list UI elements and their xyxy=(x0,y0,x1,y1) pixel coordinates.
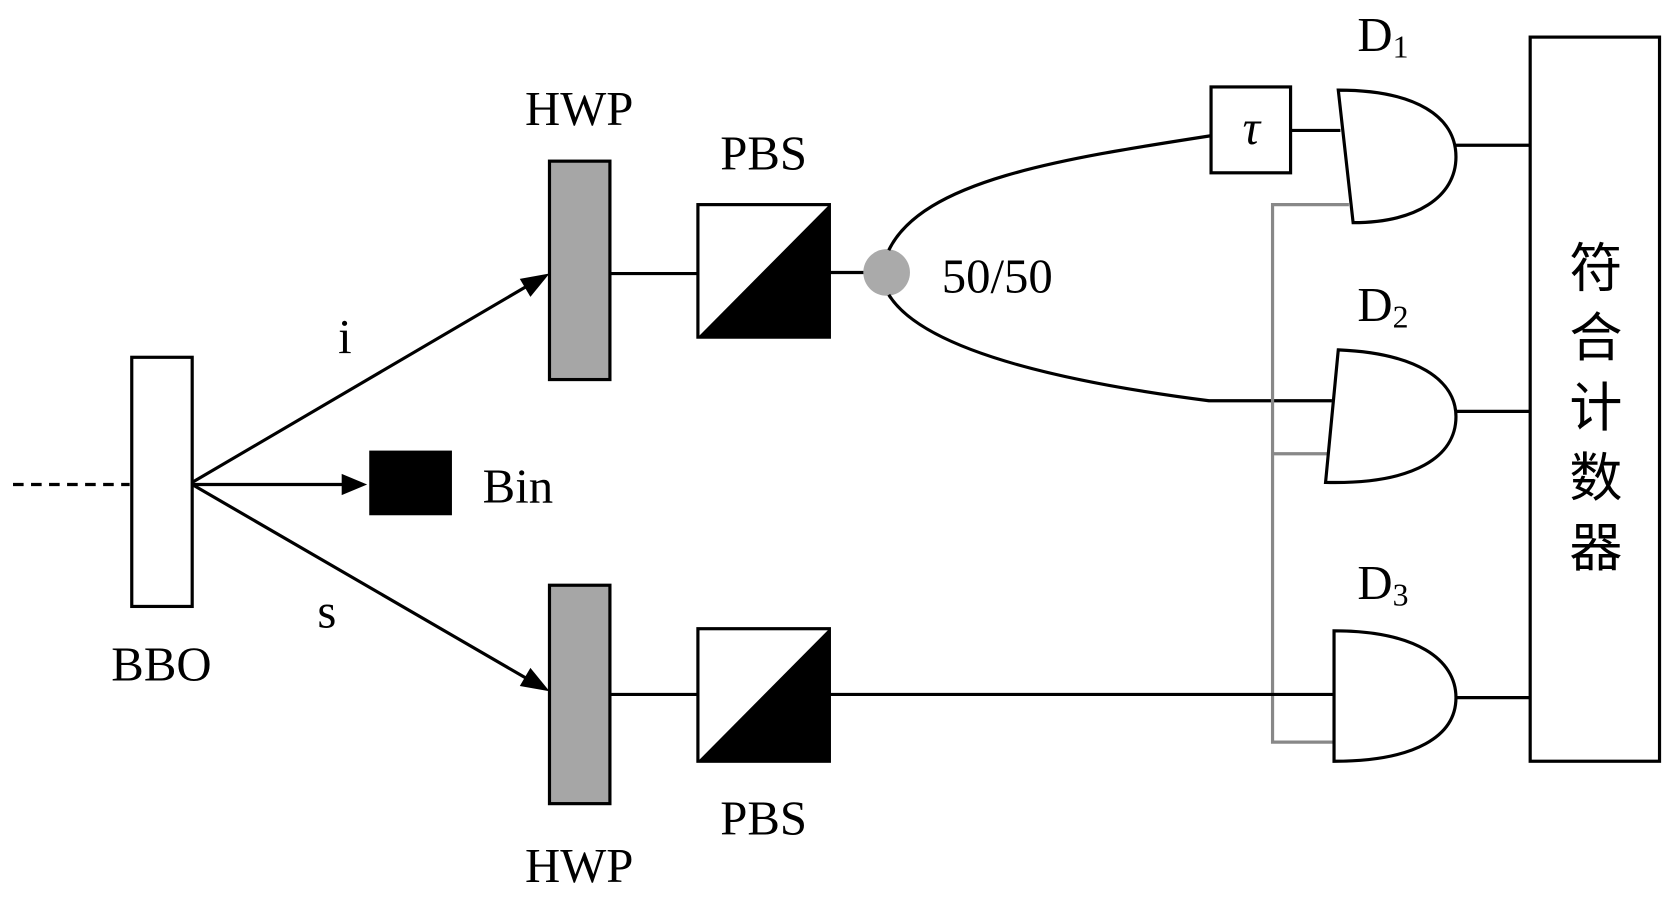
d1-label: D1 xyxy=(1357,8,1408,64)
detector-d3 xyxy=(1332,629,1458,763)
idler-label: i xyxy=(338,310,352,364)
delay-label: τ xyxy=(1243,101,1262,155)
hwp-top xyxy=(547,159,612,382)
pbs-bottom-label: PBS xyxy=(720,791,807,845)
beam-dump xyxy=(369,450,452,516)
bin-arrow xyxy=(341,473,368,496)
coincidence-counter xyxy=(1528,35,1662,763)
svg-text:合: 合 xyxy=(1569,307,1622,369)
svg-text:数: 数 xyxy=(1569,447,1622,509)
splitter-label: 50/50 xyxy=(942,250,1053,304)
fiber-upper xyxy=(887,134,1212,251)
detector-d2 xyxy=(1323,348,1458,484)
hwp-bottom xyxy=(547,583,612,806)
signal-beam xyxy=(191,483,532,683)
hwp-bottom-label: HWP xyxy=(525,839,633,893)
hwp-top-label: HWP xyxy=(525,82,633,136)
bbo-crystal xyxy=(130,355,194,609)
svg-text:符: 符 xyxy=(1569,237,1622,299)
pbs-top-label: PBS xyxy=(720,127,807,181)
idler-beam xyxy=(191,282,532,484)
detector-d1 xyxy=(1336,88,1458,225)
fiber-lower xyxy=(887,293,1332,403)
signal-arrow xyxy=(519,667,550,692)
pbs-bottom-fill xyxy=(697,628,830,762)
d2-label: D2 xyxy=(1357,278,1408,334)
idler-arrow xyxy=(519,273,550,297)
svg-text:器: 器 xyxy=(1569,517,1622,579)
d3-label: D3 xyxy=(1357,556,1408,612)
bin-label: Bin xyxy=(483,460,553,514)
svg-text:计: 计 xyxy=(1569,377,1622,439)
bbo-label: BBO xyxy=(111,638,211,692)
signal-label: s xyxy=(317,585,336,639)
pbs-top-fill xyxy=(697,204,830,338)
fiber-splitter xyxy=(863,249,910,296)
detector-outputs xyxy=(1455,143,1531,700)
counter-label: 符 合 计 数 器 xyxy=(1569,237,1622,579)
trigger-wire xyxy=(1270,203,1349,744)
